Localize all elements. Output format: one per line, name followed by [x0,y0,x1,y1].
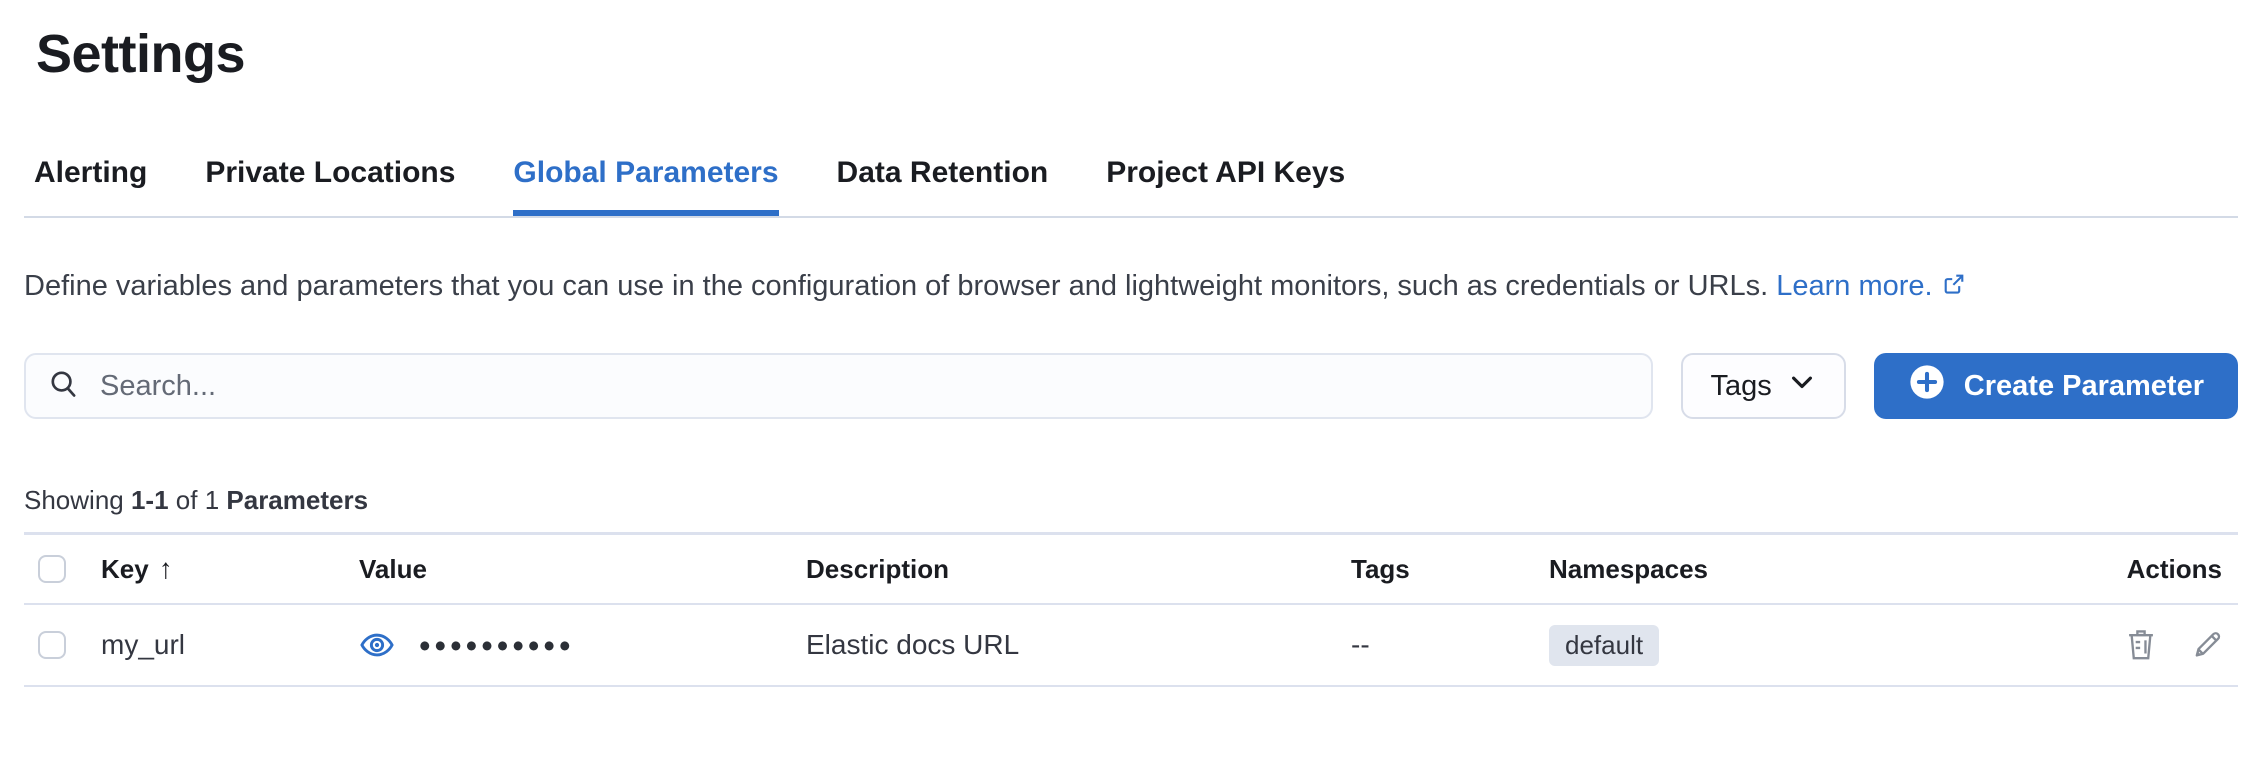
masked-value: •••••••••• [419,626,575,664]
chevron-down-icon [1788,368,1816,404]
tab-private-locations[interactable]: Private Locations [205,156,456,189]
trash-icon[interactable] [2124,628,2158,662]
row-namespaces: default [1539,624,1889,666]
row-actions-cell [1889,628,2238,662]
description-text: Define variables and parameters that you… [24,270,1769,302]
pencil-icon[interactable] [2190,628,2224,662]
parameters-table: Key↑ Value Description Tags Namespaces A… [24,532,2238,687]
learn-more-link[interactable]: Learn more. [1776,270,1966,302]
sort-ascending-icon: ↑ [158,553,173,584]
table-row: my_url •••••••••• Elastic docs URL -- de… [24,605,2238,687]
plus-in-circle-icon [1908,363,1946,409]
table-header-row: Key↑ Value Description Tags Namespaces A… [24,535,2238,605]
tags-filter-label: Tags [1710,369,1772,402]
summary-entity: Parameters [226,485,369,515]
column-header-key[interactable]: Key↑ [101,553,173,584]
row-key: my_url [101,629,186,660]
namespace-badge: default [1549,624,1660,666]
tab-alerting[interactable]: Alerting [34,156,148,189]
magnifier-icon [48,368,80,405]
external-link-icon [1941,264,1967,313]
page-title: Settings [36,24,246,84]
settings-page: Settings Alerting Private Locations Glob… [0,24,2262,687]
tab-data-retention[interactable]: Data Retention [836,156,1049,189]
tab-project-api-keys[interactable]: Project API Keys [1106,156,1346,189]
select-all-checkbox[interactable] [38,555,66,583]
row-value-cell: •••••••••• [349,627,796,663]
tags-filter-button[interactable]: Tags [1680,353,1846,419]
column-header-tags[interactable]: Tags [1351,553,1410,584]
search-box[interactable] [24,353,1653,419]
summary-prefix: Showing [24,485,124,515]
row-select-cell [24,631,91,659]
row-description: Elastic docs URL [806,629,1020,660]
summary-middle: of 1 [175,485,220,515]
select-all-cell [24,555,91,583]
row-tags: -- [1351,629,1370,660]
row-checkbox[interactable] [38,631,66,659]
settings-tabs: Alerting Private Locations Global Parame… [24,156,2238,218]
column-header-actions: Actions [2126,553,2222,584]
summary-range: 1-1 [130,485,169,515]
create-parameter-label: Create Parameter [1963,369,2204,402]
column-header-value[interactable]: Value [359,553,427,584]
results-summary: Showing 1-1 of 1 Parameters [24,485,2238,516]
page-description: Define variables and parameters that you… [24,262,2219,313]
column-header-namespaces[interactable]: Namespaces [1549,553,1708,584]
create-parameter-button[interactable]: Create Parameter [1873,353,2238,419]
tab-global-parameters[interactable]: Global Parameters [513,156,779,216]
column-header-description[interactable]: Description [806,553,950,584]
toolbar: Tags Create Parameter [24,353,2238,419]
search-input[interactable] [100,369,1629,403]
eye-icon[interactable] [359,627,395,663]
